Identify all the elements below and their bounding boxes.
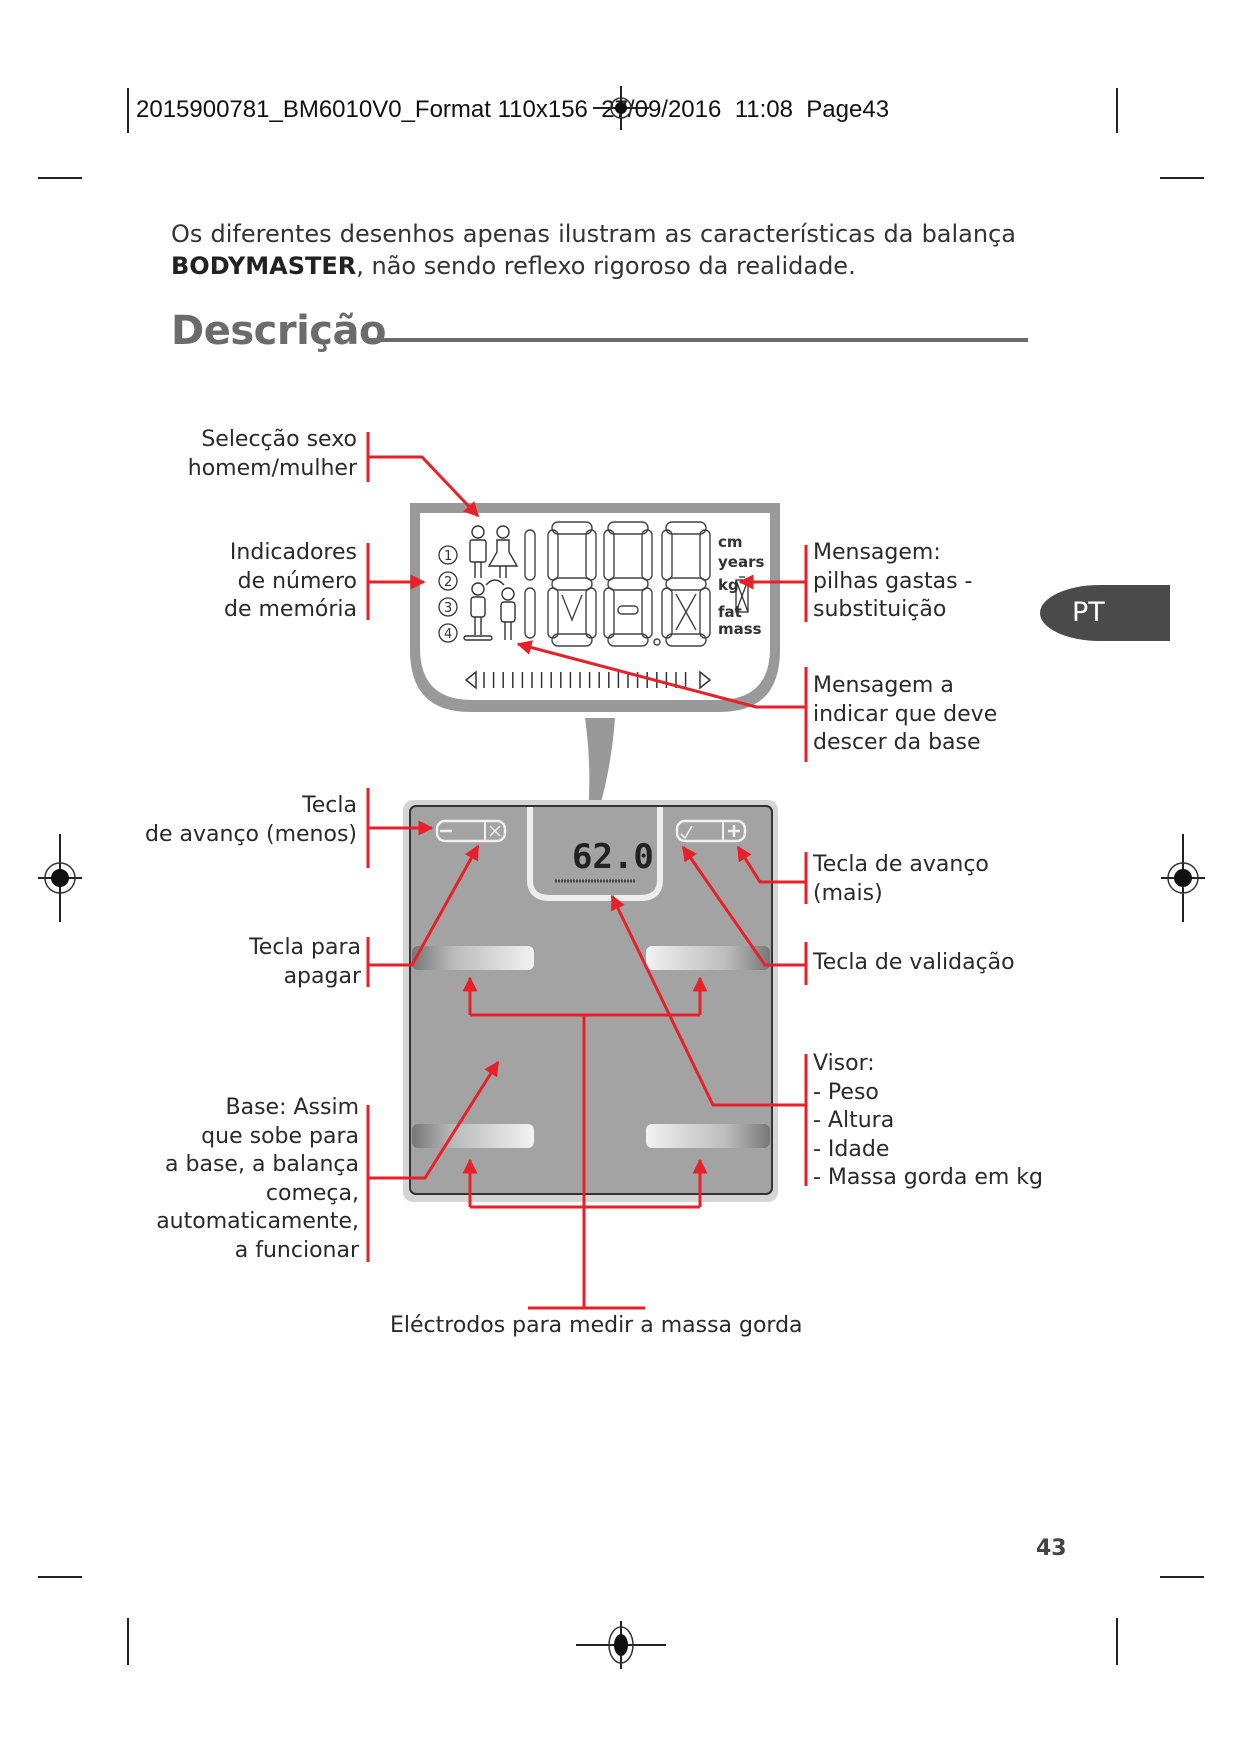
memory-indicator-2: 2 — [438, 571, 458, 591]
intro-paragraph: Os diferentes desenhos apenas ilustram a… — [171, 218, 1016, 282]
label-gender-selection: Selecção sexo homem/mulher — [187, 427, 357, 481]
label-battery-message: Mensagem: pilhas gastas - substituição — [813, 540, 973, 622]
male-icon — [469, 525, 487, 578]
label-minus-key: Tecla de avanço (menos) — [145, 793, 357, 847]
label-base: Base: Assim que sobe para a base, a bala… — [156, 1095, 359, 1263]
scale-display-value: 62.0 — [572, 837, 654, 877]
unit-kg: kg — [718, 576, 739, 594]
crop-marks — [38, 88, 1204, 1665]
plus-icon — [728, 825, 740, 837]
memory-indicator-1: 1 — [438, 545, 458, 565]
electrode-top-left — [412, 946, 534, 970]
electrode-bottom-left — [412, 1124, 534, 1148]
lcd-digits — [524, 521, 711, 647]
female-icon — [487, 525, 519, 578]
registration-mark-bottom — [576, 1621, 666, 1669]
electrode-top-right — [646, 946, 770, 970]
registration-mark-top — [593, 86, 649, 130]
intro-prefix: Os diferentes desenhos apenas ilustram a… — [171, 220, 1016, 248]
child-on-scale-icon — [463, 579, 505, 641]
unit-mass: mass — [718, 620, 762, 638]
unit-years: years — [718, 553, 764, 571]
label-memory-indicators: Indicadores de número de memória — [224, 540, 357, 622]
step-off-person-icon — [500, 587, 516, 640]
plus-key[interactable] — [675, 819, 747, 843]
minus-key[interactable] — [435, 819, 507, 843]
svg-text:3: 3 — [444, 601, 452, 616]
label-display: Visor: - Peso - Altura - Idade - Massa g… — [813, 1051, 1043, 1190]
print-header: 2015900781_BM6010V0_Format 110x156 27/09… — [136, 96, 890, 123]
intro-suffix: , não sendo reflexo rigoroso da realidad… — [356, 252, 856, 280]
svg-text:1: 1 — [444, 549, 452, 564]
svg-text:2: 2 — [444, 575, 452, 590]
title-rule — [368, 338, 1028, 342]
registration-mark-right — [1161, 834, 1205, 922]
registration-mark-left — [38, 834, 82, 922]
unit-cm: cm — [718, 533, 743, 551]
delete-icon — [489, 825, 501, 837]
label-validation-key: Tecla de validação — [813, 950, 1015, 975]
label-plus-key: Tecla de avanço (mais) — [813, 852, 989, 906]
lcd-progress-bar — [464, 670, 712, 690]
label-electrodes: Eléctrodos para medir a massa gorda — [390, 1313, 803, 1338]
label-delete-key: Tecla para apagar — [249, 935, 361, 989]
language-tab: PT — [1040, 585, 1170, 641]
callout-lines — [366, 432, 808, 1310]
memory-indicator-4: 4 — [438, 623, 458, 643]
check-icon — [680, 825, 693, 840]
electrode-bottom-right — [646, 1124, 770, 1148]
page-number: 43 — [1036, 1536, 1067, 1561]
lcd-panel: 1 2 3 4 — [410, 503, 780, 860]
section-title: Descrição — [171, 308, 386, 354]
scale-body: 62.0 — [403, 800, 778, 1202]
svg-text:4: 4 — [444, 627, 452, 642]
brand-name: BODYMASTER — [171, 252, 357, 280]
label-step-off-message: Mensagem a indicar que deve descer da ba… — [813, 673, 998, 755]
memory-indicator-3: 3 — [438, 597, 458, 617]
